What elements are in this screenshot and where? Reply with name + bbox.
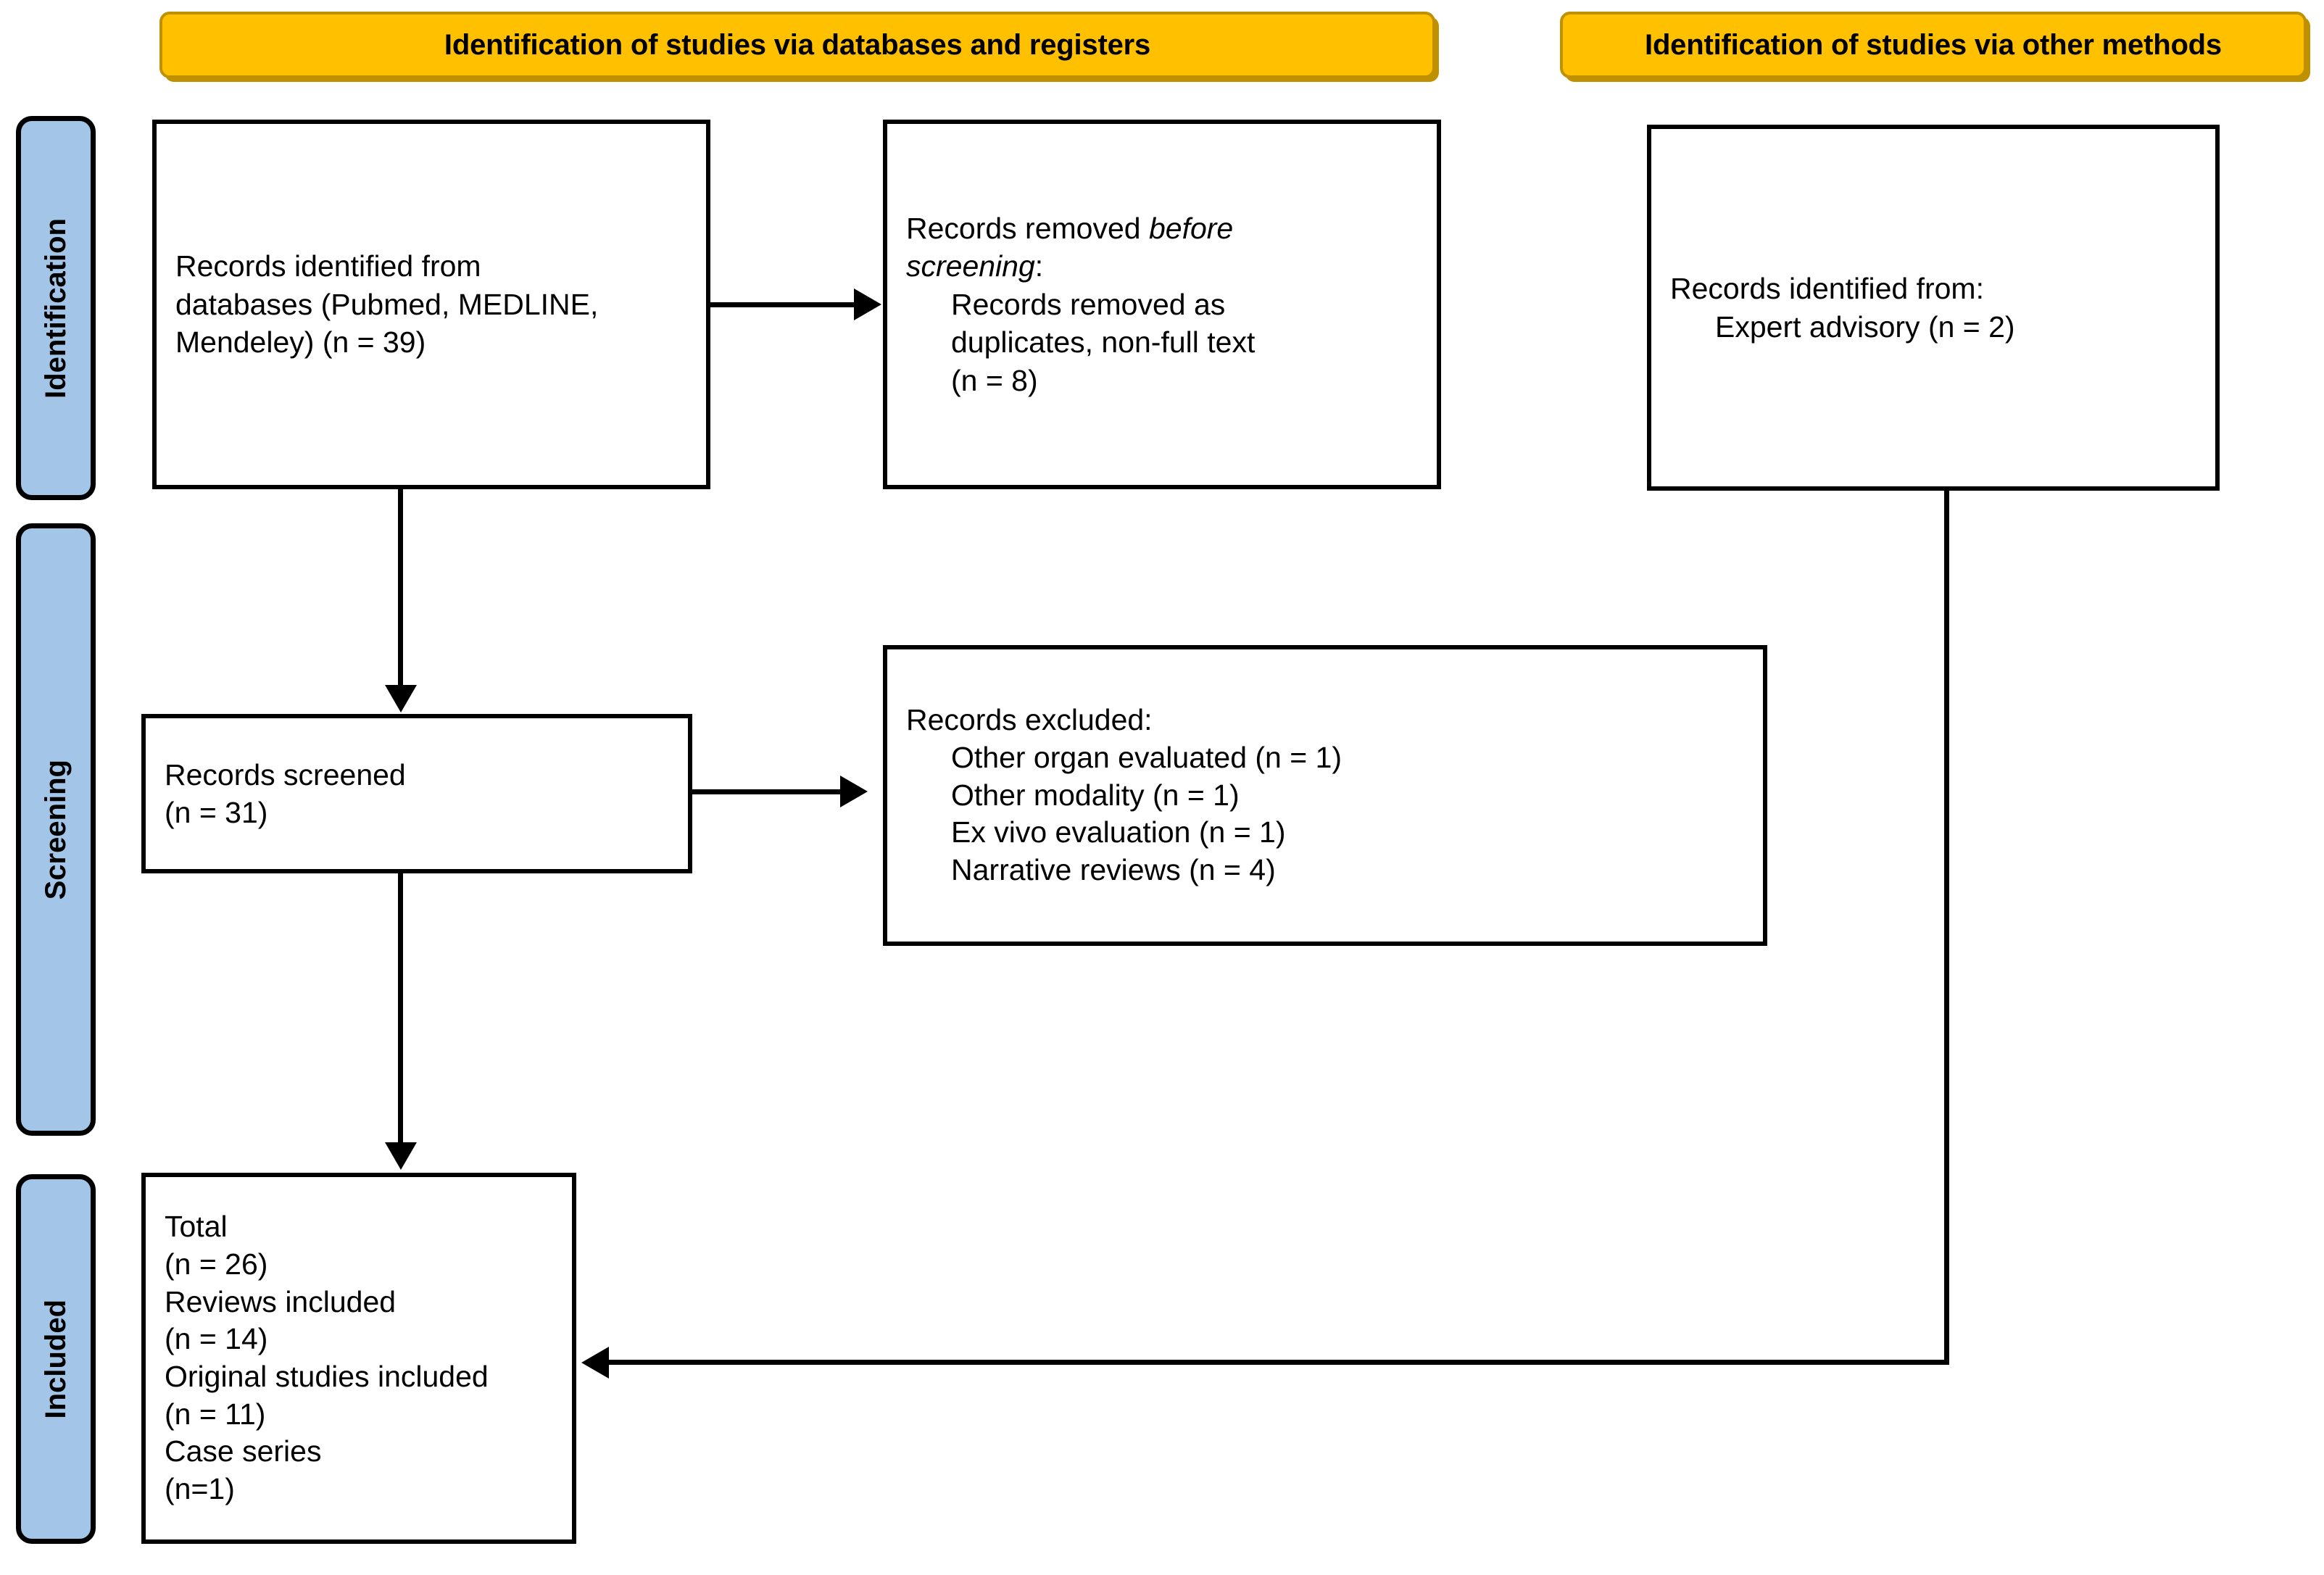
included-line-6: (n = 11): [165, 1397, 266, 1431]
connector-db-to-removed: [710, 302, 855, 307]
records-removed-line-2: screening:: [906, 247, 1418, 285]
included-line-2: (n = 26): [165, 1247, 268, 1281]
included-line-5: Original studies included: [165, 1360, 489, 1393]
records-removed-line-5: (n = 8): [951, 363, 1038, 397]
rail-screening-label: Screening: [39, 759, 72, 900]
box-records-screened: Records screened (n = 31): [141, 714, 692, 873]
records-removed-line-4: duplicates, non-full text: [951, 325, 1256, 360]
rail-included-label: Included: [39, 1299, 72, 1419]
arrowhead-screened-to-included: [385, 1142, 417, 1170]
box-records-excluded: Records excluded: Other organ evaluated …: [883, 645, 1767, 946]
records-excluded-heading: Records excluded:: [906, 703, 1153, 737]
included-line-7: Case series: [165, 1434, 322, 1468]
rail-identification: Identification: [16, 116, 96, 500]
arrowhead-other-methods-to-included: [581, 1347, 609, 1379]
records-identified-db-line-2: databases (Pubmed, MEDLINE,: [175, 287, 599, 321]
records-excluded-reason-3: Ex vivo evaluation (n = 1): [951, 815, 1286, 849]
banner-other-methods: Identification of studies via other meth…: [1560, 12, 2307, 78]
included-line-8: (n=1): [165, 1471, 235, 1505]
records-identified-db-line-1: Records identified from: [175, 249, 481, 283]
records-identified-other-line-1: Records identified from:: [1670, 272, 1984, 306]
records-screened-line-2: (n = 31): [165, 796, 268, 829]
records-excluded-reason-2: Other modality (n = 1): [951, 778, 1240, 812]
connector-other-methods-horizontal: [609, 1360, 1949, 1365]
arrowhead-db-to-removed: [854, 288, 881, 320]
connector-screened-to-excluded: [692, 789, 842, 794]
connector-other-methods-vertical: [1944, 489, 1949, 1364]
connector-db-to-screened: [398, 489, 403, 686]
arrowhead-screened-to-excluded: [840, 776, 868, 807]
records-identified-other-line-2: Expert advisory (n = 2): [1715, 309, 2015, 344]
box-records-identified-databases: Records identified from databases (Pubme…: [152, 120, 710, 489]
records-excluded-reason-1: Other organ evaluated (n = 1): [951, 741, 1342, 775]
included-line-1: Total: [165, 1210, 228, 1244]
rail-included: Included: [16, 1174, 96, 1544]
banner-other-methods-label: Identification of studies via other meth…: [1645, 28, 2222, 61]
records-removed-lead: Records removed: [906, 211, 1149, 245]
box-included-total: Total (n = 26) Reviews included (n = 14)…: [141, 1173, 576, 1544]
connector-screened-to-included: [398, 873, 403, 1144]
included-line-4: (n = 14): [165, 1322, 268, 1356]
included-line-3: Reviews included: [165, 1284, 397, 1318]
rail-identification-label: Identification: [39, 217, 72, 399]
records-excluded-reason-4: Narrative reviews (n = 4): [951, 852, 1276, 886]
records-removed-line-3: Records removed as: [951, 287, 1226, 321]
records-removed-line-1: Records removed before: [906, 209, 1418, 247]
arrowhead-db-to-screened: [385, 685, 417, 712]
records-removed-before-italic: before: [1148, 211, 1234, 245]
box-records-identified-other-methods: Records identified from: Expert advisory…: [1647, 125, 2220, 491]
banner-databases-label: Identification of studies via databases …: [444, 28, 1151, 61]
box-records-removed-before-screening: Records removed before screening: Record…: [883, 120, 1441, 489]
records-screened-line-1: Records screened: [165, 757, 406, 791]
records-removed-screening-italic: screening: [906, 249, 1035, 283]
records-identified-db-line-3: Mendeley) (n = 39): [175, 325, 426, 360]
rail-screening: Screening: [16, 523, 96, 1136]
banner-databases-and-registers: Identification of studies via databases …: [159, 12, 1435, 78]
records-removed-colon: :: [1034, 249, 1044, 283]
